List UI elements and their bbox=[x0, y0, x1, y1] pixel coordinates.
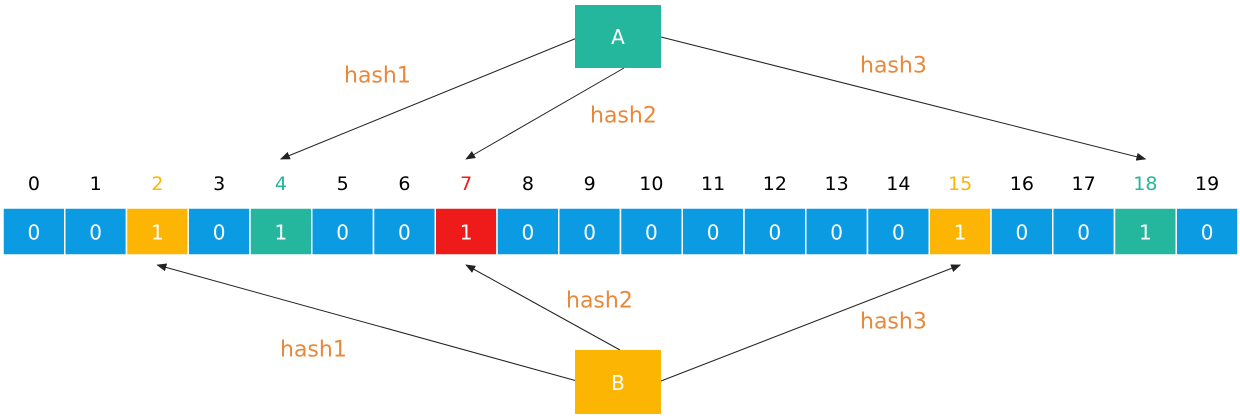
bit-value-18: 1 bbox=[1139, 221, 1152, 245]
element-b-box bbox=[575, 350, 661, 414]
bit-cell-11 bbox=[681, 207, 745, 256]
bit-value-7: 1 bbox=[460, 221, 473, 245]
bit-value-2: 1 bbox=[151, 221, 164, 245]
bit-index-15: 15 bbox=[948, 173, 972, 195]
bit-value-16: 0 bbox=[1016, 221, 1029, 245]
bit-index-3: 3 bbox=[213, 173, 225, 195]
element-a-label: A bbox=[611, 25, 625, 49]
bit-cell-6 bbox=[372, 207, 436, 256]
bit-cell-9 bbox=[558, 207, 622, 256]
bit-value-3: 0 bbox=[213, 221, 226, 245]
bit-cell-17 bbox=[1052, 207, 1116, 256]
bit-value-10: 0 bbox=[645, 221, 658, 245]
b-hash2-label: hash2 bbox=[566, 289, 633, 314]
element-a-node: A bbox=[575, 5, 661, 68]
bit-value-6: 0 bbox=[398, 221, 411, 245]
bit-index-19: 19 bbox=[1195, 173, 1219, 195]
bit-value-11: 0 bbox=[707, 221, 720, 245]
bit-value-12: 0 bbox=[769, 221, 782, 245]
bit-value-0: 0 bbox=[28, 221, 41, 245]
bit-cell-7 bbox=[434, 207, 498, 256]
bit-value-8: 0 bbox=[522, 221, 535, 245]
bit-cell-4 bbox=[249, 207, 313, 256]
hash-arrows bbox=[156, 36, 1147, 382]
bit-value-19: 0 bbox=[1201, 221, 1214, 245]
bit-value-15: 1 bbox=[954, 221, 967, 245]
bit-index-10: 10 bbox=[639, 173, 663, 195]
bit-index-7: 7 bbox=[460, 173, 472, 195]
bit-index-12: 12 bbox=[763, 173, 787, 195]
bit-index-4: 4 bbox=[275, 173, 287, 195]
bit-index-5: 5 bbox=[337, 173, 349, 195]
a-hash1-arrow bbox=[279, 37, 578, 160]
bit-index-17: 17 bbox=[1072, 173, 1096, 195]
bit-index-11: 11 bbox=[701, 173, 725, 195]
bit-index-2: 2 bbox=[151, 173, 163, 195]
bit-cell-12 bbox=[743, 207, 807, 256]
b-hash2-arrow bbox=[465, 264, 621, 351]
bit-cell-19 bbox=[1175, 207, 1239, 256]
bit-index-16: 16 bbox=[1010, 173, 1034, 195]
a-hash3-label: hash3 bbox=[860, 54, 927, 79]
a-hash1-label: hash1 bbox=[344, 64, 411, 89]
element-b-node: B bbox=[575, 350, 661, 414]
bit-cell-8 bbox=[496, 207, 560, 256]
b-hash3-label: hash3 bbox=[860, 310, 927, 335]
bit-value-1: 0 bbox=[89, 221, 102, 245]
a-hash3-arrow bbox=[660, 36, 1147, 161]
bit-index-14: 14 bbox=[886, 173, 910, 195]
bit-value-17: 0 bbox=[1077, 221, 1090, 245]
bit-cell-16 bbox=[990, 207, 1054, 256]
bit-cell-13 bbox=[805, 207, 869, 256]
a-hash2-label: hash2 bbox=[590, 104, 657, 129]
bit-index-0: 0 bbox=[28, 173, 40, 195]
bit-value-4: 1 bbox=[275, 221, 288, 245]
bit-value-14: 0 bbox=[892, 221, 905, 245]
element-b-label: B bbox=[611, 371, 625, 395]
bit-index-18: 18 bbox=[1133, 173, 1157, 195]
bit-value-9: 0 bbox=[583, 221, 596, 245]
bit-index-9: 9 bbox=[584, 173, 596, 195]
bit-value-5: 0 bbox=[336, 221, 349, 245]
b-hash1-arrow bbox=[156, 263, 578, 382]
bit-cell-0 bbox=[2, 207, 66, 256]
bit-array: 0 0 1 0 1 0 0 1 0 0 0 0 0 0 0 1 0 0 1 0 bbox=[2, 207, 1239, 256]
bit-index-8: 8 bbox=[522, 173, 534, 195]
bit-value-13: 0 bbox=[830, 221, 843, 245]
bit-index-13: 13 bbox=[825, 173, 849, 195]
a-hash2-arrow bbox=[465, 67, 625, 160]
bit-index-6: 6 bbox=[398, 173, 410, 195]
bit-index-1: 1 bbox=[90, 173, 102, 195]
bit-cell-5 bbox=[311, 207, 375, 256]
b-hash1-label: hash1 bbox=[280, 338, 347, 363]
bit-cell-10 bbox=[619, 207, 683, 256]
element-a-box bbox=[575, 5, 661, 68]
b-hash3-arrow bbox=[660, 264, 962, 382]
bit-cell-3 bbox=[187, 207, 251, 256]
